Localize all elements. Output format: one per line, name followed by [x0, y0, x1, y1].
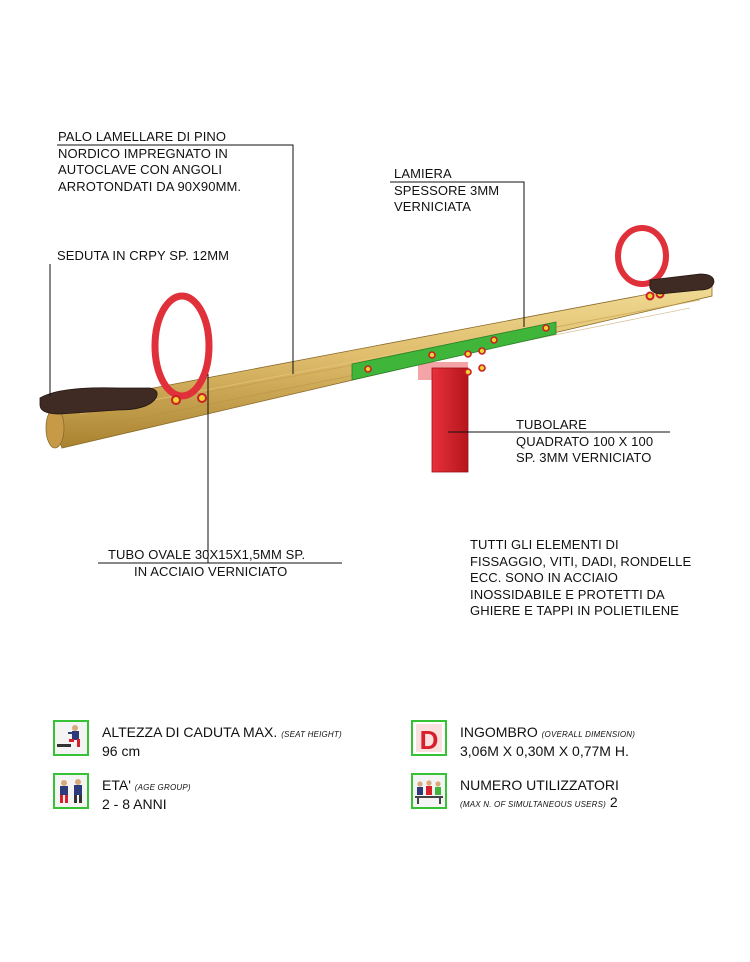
- simultaneous-users-sub: (MAX N. OF SIMULTANEOUS USERS): [460, 800, 607, 809]
- left-handle: [151, 292, 213, 405]
- fall-height-text: ALTEZZA DI CADUTA MAX. (SEAT HEIGHT) 96 …: [102, 724, 342, 760]
- left-seat: [39, 387, 158, 415]
- simultaneous-users-label: NUMERO UTILIZZATORI: [460, 777, 619, 793]
- pine-beam-line-3: AUTOCLAVE CON ANGOLI: [58, 162, 223, 177]
- simultaneous-users-value: 2: [609, 794, 618, 810]
- steel-plate: [351, 321, 557, 381]
- square-tube-line-2: QUADRATO 100 X 100: [516, 433, 654, 449]
- fasteners-note: TUTTI GLI ELEMENTI DI FISSAGGIO, VITI, D…: [470, 537, 691, 620]
- pine-beam-line-1: PALO LAMELLARE DI PINO: [58, 129, 227, 144]
- steel-plate-label: LAMIERA SPESSORE 3MM VERNICIATA: [394, 166, 499, 216]
- seat-line-1: SEDUTA IN CRPY SP. 12MM: [57, 248, 230, 263]
- oval-tube-label: TUBO OVALE 30X15X1,5MM SP. IN ACCIAIO VE…: [108, 547, 305, 580]
- pine-beam-line-4: ARROTONDATI DA 90X90MM.: [58, 178, 242, 194]
- fall-height-icon: [53, 720, 89, 756]
- steel-plate-line-3: VERNICIATA: [394, 199, 472, 214]
- leader-lines: [49, 144, 670, 564]
- square-tube-line-3: SP. 3MM VERNICIATO: [516, 450, 652, 465]
- steel-plate-line-1: LAMIERA: [394, 166, 452, 181]
- fasteners-line-1: TUTTI GLI ELEMENTI DI: [470, 537, 619, 552]
- pine-beam-line-2: NORDICO IMPREGNATO IN: [58, 145, 228, 161]
- overall-dimension-label: INGOMBRO: [460, 724, 538, 740]
- oval-tube-line-2: IN ACCIAIO VERNICIATO: [134, 563, 288, 579]
- dimension-d-icon: D: [411, 720, 447, 756]
- age-group-icon: [53, 773, 89, 809]
- center-post: [418, 362, 469, 473]
- seat-label: SEDUTA IN CRPY SP. 12MM: [57, 248, 229, 265]
- fasteners-line-5: GHIERE E TAPPI IN POLIETILENE: [470, 603, 680, 618]
- users-icon: [411, 773, 447, 809]
- seesaw-diagram: [39, 144, 715, 564]
- age-group-text: ETA' (AGE GROUP) 2 - 8 ANNI: [102, 777, 191, 813]
- square-tube-label: TUBOLARE QUADRATO 100 X 100 SP. 3MM VERN…: [516, 417, 653, 467]
- overall-dimension-sub: (OVERALL DIMENSION): [541, 730, 636, 739]
- dimension-d-glyph: D: [420, 725, 439, 754]
- age-group-label: ETA': [102, 777, 131, 793]
- fasteners-line-2: FISSAGGIO, VITI, DADI, RONDELLE: [470, 553, 692, 569]
- simultaneous-users-text: NUMERO UTILIZZATORI (MAX N. OF SIMULTANE…: [460, 777, 619, 813]
- pine-beam-label: PALO LAMELLARE DI PINO NORDICO IMPREGNAT…: [58, 129, 241, 195]
- fasteners-line-3: ECC. SONO IN ACCIAIO: [470, 570, 618, 585]
- fasteners-line-4: INOSSIDABILE E PROTETTI DA: [470, 586, 665, 602]
- fall-height-label: ALTEZZA DI CADUTA MAX.: [102, 724, 278, 740]
- steel-plate-line-2: SPESSORE 3MM: [394, 182, 500, 198]
- right-seat: [649, 273, 715, 295]
- age-group-value: 2 - 8 ANNI: [102, 796, 167, 812]
- overall-dimension-value: 3,06M X 0,30M X 0,77M H.: [460, 743, 629, 759]
- square-tube-line-1: TUBOLARE: [516, 417, 587, 432]
- oval-tube-line-1: TUBO OVALE 30X15X1,5MM SP.: [108, 547, 306, 562]
- overall-dimension-text: INGOMBRO (OVERALL DIMENSION) 3,06M X 0,3…: [460, 724, 635, 760]
- fall-height-sub: (SEAT HEIGHT): [281, 730, 342, 739]
- fall-height-value: 96 cm: [102, 743, 141, 759]
- age-group-sub: (AGE GROUP): [134, 783, 191, 792]
